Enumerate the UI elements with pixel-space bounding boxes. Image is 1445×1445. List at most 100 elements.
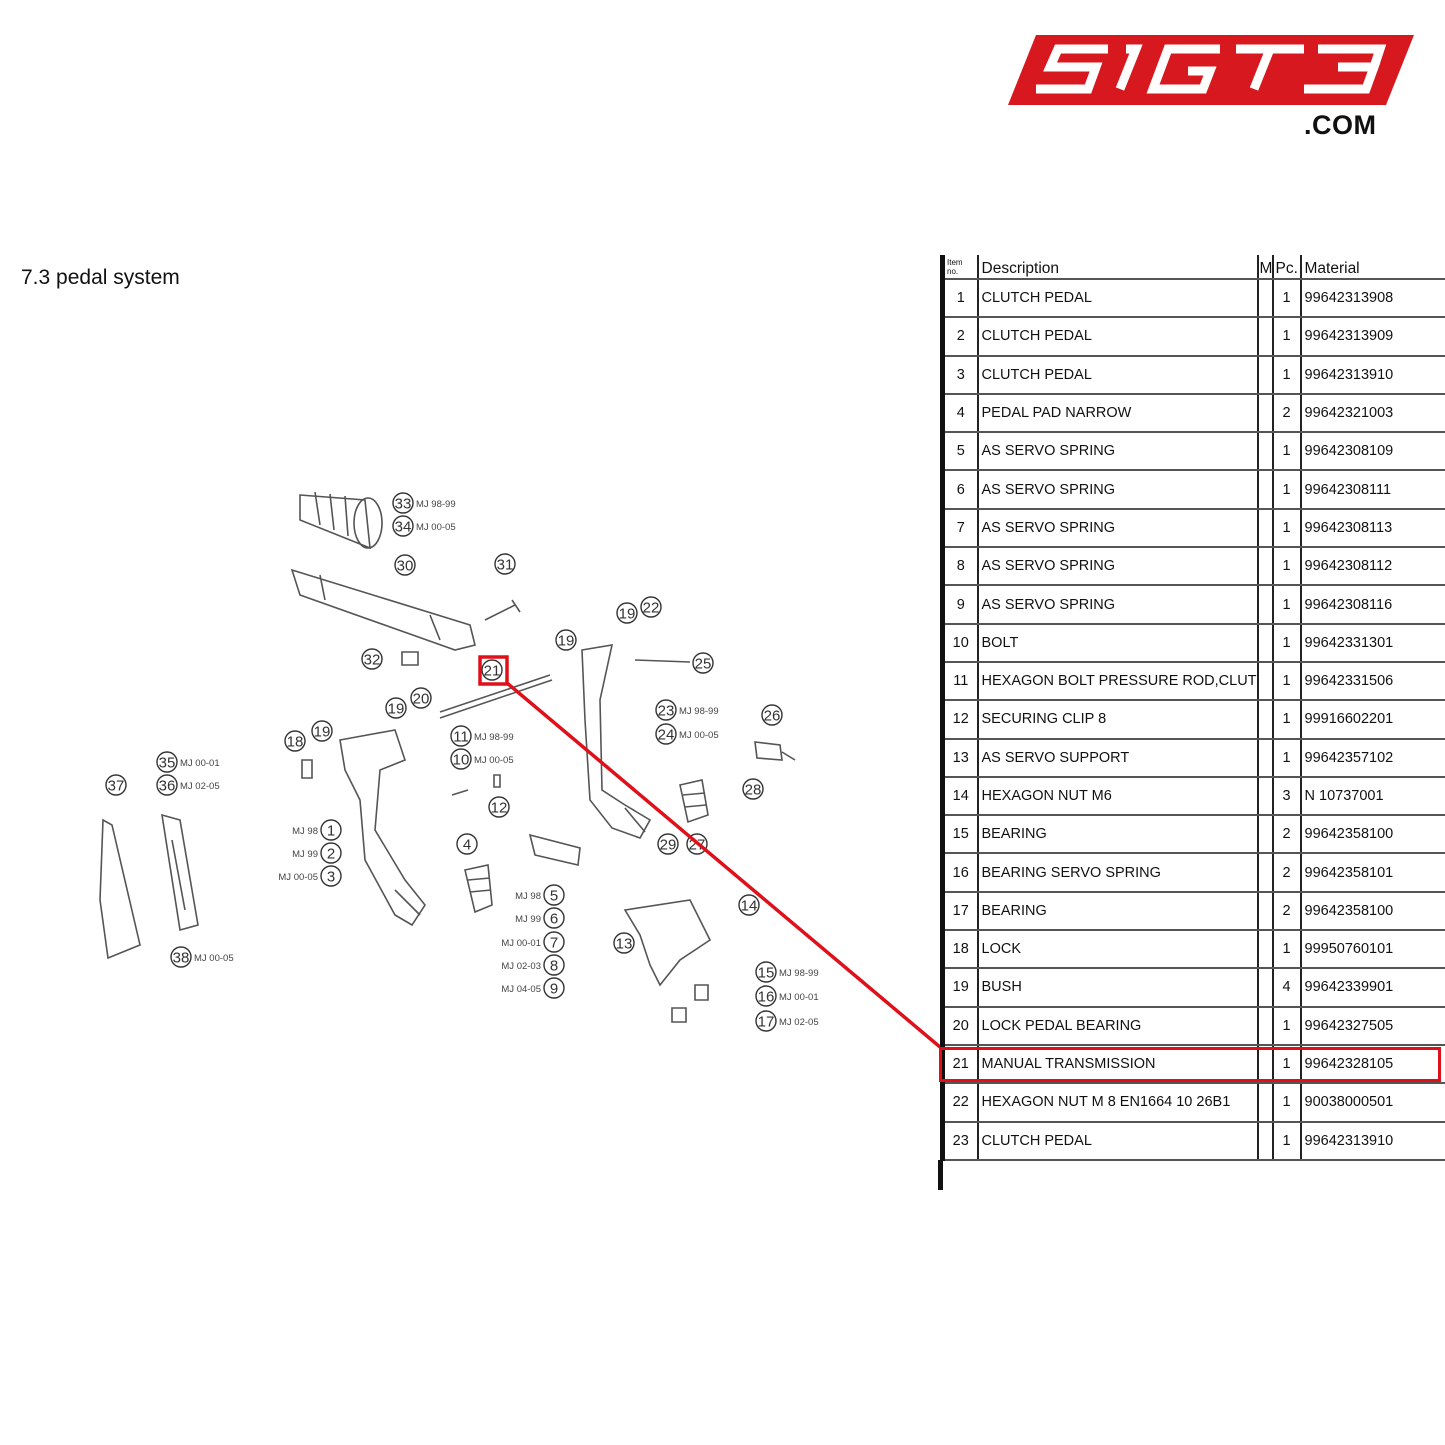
callout-4[interactable]: 4 bbox=[456, 833, 478, 855]
cell-description: BEARING bbox=[976, 891, 1258, 932]
callout-model-years: MJ 98 bbox=[515, 891, 541, 902]
pad-27-drawing bbox=[679, 779, 709, 824]
cell-pc: 1 bbox=[1271, 1006, 1301, 1046]
cell-item-no: 2 bbox=[940, 317, 978, 357]
callout-25[interactable]: 25 bbox=[692, 652, 714, 674]
callout-19[interactable]: 19 bbox=[311, 720, 333, 742]
cell-pc: 1 bbox=[1271, 432, 1301, 472]
callout-20[interactable]: 20 bbox=[410, 687, 432, 709]
callout-26[interactable]: 26 bbox=[761, 704, 783, 726]
callout-29[interactable]: 29 bbox=[657, 833, 679, 855]
callout-circle bbox=[655, 723, 677, 745]
cell-item-no: 15 bbox=[940, 815, 978, 855]
cell-material: 99642313910 bbox=[1299, 355, 1445, 395]
callout-circle bbox=[555, 629, 577, 651]
callout-28[interactable]: 28 bbox=[742, 778, 764, 800]
pad-4-drawing bbox=[464, 864, 493, 914]
callout-6[interactable]: 6MJ 99 bbox=[515, 907, 565, 929]
callout-1[interactable]: 1MJ 98 bbox=[292, 819, 342, 841]
callout-18[interactable]: 18 bbox=[284, 730, 306, 752]
callout-31[interactable]: 31 bbox=[494, 553, 516, 575]
callout-13[interactable]: 13 bbox=[613, 932, 635, 954]
cell-material: 99642308112 bbox=[1299, 547, 1445, 587]
callout-number: 1 bbox=[327, 823, 335, 840]
callout-model-years: MJ 98-99 bbox=[474, 732, 514, 743]
cell-m bbox=[1256, 547, 1273, 587]
callout-number: 35 bbox=[159, 755, 176, 772]
callout-number: 31 bbox=[497, 557, 514, 574]
callout-32[interactable]: 32 bbox=[361, 648, 383, 670]
callout-number: 17 bbox=[758, 1014, 775, 1031]
callout-19[interactable]: 19 bbox=[555, 629, 577, 651]
callout-circle bbox=[543, 931, 565, 953]
cell-m bbox=[1256, 355, 1273, 395]
cell-m bbox=[1256, 279, 1273, 319]
callout-19[interactable]: 19 bbox=[385, 697, 407, 719]
callout-model-years: MJ 98-99 bbox=[779, 968, 819, 979]
cell-m bbox=[1256, 776, 1273, 817]
callout-3[interactable]: 3MJ 00-05 bbox=[278, 865, 342, 887]
cell-m bbox=[1256, 1044, 1273, 1085]
cell-description: AS SERVO SPRING bbox=[976, 585, 1258, 625]
cell-m bbox=[1256, 508, 1273, 549]
callout-37[interactable]: 37 bbox=[105, 774, 127, 796]
callout-2[interactable]: 2MJ 99 bbox=[292, 842, 342, 864]
cell-description: MANUAL TRANSMISSION bbox=[976, 1044, 1258, 1085]
callout-8[interactable]: 8MJ 02-03 bbox=[501, 954, 565, 976]
cell-material: 99642313910 bbox=[1299, 1121, 1445, 1161]
callout-30[interactable]: 30 bbox=[394, 554, 416, 576]
cell-material: 90038000501 bbox=[1299, 1083, 1445, 1123]
callout-9[interactable]: 9MJ 04-05 bbox=[501, 977, 565, 999]
callout-19[interactable]: 19 bbox=[616, 602, 638, 624]
callout-21[interactable]: 21 bbox=[481, 659, 503, 681]
callout-12[interactable]: 12 bbox=[488, 796, 510, 818]
callout-circle bbox=[394, 554, 416, 576]
callout-number: 24 bbox=[658, 727, 675, 744]
callout-number: 8 bbox=[550, 958, 558, 975]
callout-14[interactable]: 14 bbox=[738, 894, 760, 916]
callout-model-years: MJ 00-05 bbox=[416, 522, 456, 533]
callout-22[interactable]: 22 bbox=[640, 596, 662, 618]
callout-7[interactable]: 7MJ 00-01 bbox=[501, 931, 565, 953]
callout-5[interactable]: 5MJ 98 bbox=[515, 884, 565, 906]
callout-circle bbox=[450, 725, 472, 747]
sigt3-logo[interactable] bbox=[1008, 35, 1414, 105]
